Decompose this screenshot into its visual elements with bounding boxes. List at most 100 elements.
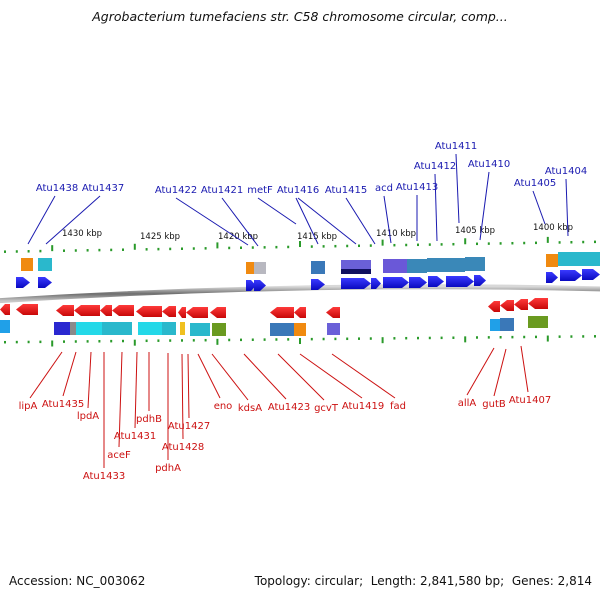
tick-top — [452, 242, 455, 246]
gene-label-atu1404[interactable]: Atu1404 — [545, 166, 587, 177]
tick-bottom — [511, 335, 514, 339]
reverse-gene-arrow — [178, 307, 186, 318]
tick-bottom — [275, 338, 278, 341]
gene-label-atu1427[interactable]: Atu1427 — [168, 421, 210, 432]
gene-label-lpda[interactable]: lpdA — [77, 411, 99, 422]
tick-top — [594, 240, 596, 244]
scale-label: 1415 kbp — [297, 232, 337, 242]
tick-top — [310, 245, 313, 248]
reverse-gene-arrow — [16, 304, 38, 315]
feature-box — [558, 252, 580, 266]
tick-bottom — [417, 336, 419, 340]
gene-label-fad[interactable]: fad — [390, 401, 406, 412]
tick-top — [476, 242, 478, 246]
feature-box — [341, 269, 371, 274]
tick-top — [299, 241, 301, 248]
forward-leader-line — [532, 190, 546, 225]
tick-bottom — [228, 338, 231, 342]
reverse-leader-line — [299, 353, 363, 399]
tick-bottom — [287, 338, 290, 341]
tick-top — [558, 241, 561, 244]
gene-label-pdhb[interactable]: pdhB — [136, 414, 162, 425]
tick-bottom — [204, 338, 207, 342]
forward-leader-line — [257, 197, 297, 225]
gene-label-atu1431[interactable]: Atu1431 — [114, 431, 156, 442]
gene-label-atu1422[interactable]: Atu1422 — [155, 185, 197, 196]
tick-bottom — [39, 340, 42, 344]
gene-label-acef[interactable]: aceF — [107, 450, 131, 461]
gene-label-atu1416[interactable]: Atu1416 — [277, 185, 319, 196]
feature-box — [383, 259, 407, 273]
forward-gene-arrow — [246, 280, 256, 291]
reverse-gene-arrow — [488, 301, 500, 312]
gene-label-alla[interactable]: allA — [458, 398, 477, 409]
tick-top — [240, 246, 242, 249]
gene-label-pdha[interactable]: pdhA — [155, 463, 181, 474]
feature-box — [102, 322, 110, 335]
gene-label-atu1405[interactable]: Atu1405 — [514, 178, 556, 189]
gene-label-atu1438[interactable]: Atu1438 — [36, 183, 78, 194]
scale-label: 1405 kbp — [455, 226, 495, 236]
feature-box — [327, 323, 340, 335]
gene-label-atu1435[interactable]: Atu1435 — [42, 399, 84, 410]
gene-label-atu1433[interactable]: Atu1433 — [83, 471, 125, 482]
gene-label-atu1419[interactable]: Atu1419 — [342, 401, 384, 412]
forward-leader-line — [434, 173, 438, 242]
topology-label: Topology: — [254, 574, 311, 588]
tick-bottom — [263, 338, 266, 341]
tick-top — [157, 247, 160, 251]
feature-box — [76, 322, 102, 335]
tick-top — [381, 239, 384, 246]
tick-bottom — [546, 335, 549, 342]
tick-bottom — [192, 339, 195, 342]
gene-label-acd[interactable]: acd — [375, 183, 393, 194]
forward-leader-line — [479, 171, 490, 241]
gene-label-atu1407[interactable]: Atu1407 — [509, 395, 551, 406]
gene-label-atu1428[interactable]: Atu1428 — [162, 442, 204, 453]
tick-top — [287, 245, 290, 249]
scale-label: 1410 kbp — [376, 229, 416, 239]
gene-label-atu1412[interactable]: Atu1412 — [414, 161, 456, 172]
reverse-leader-line — [118, 351, 123, 448]
tick-top — [204, 247, 207, 250]
tick-top — [228, 246, 231, 250]
reverse-leader-line — [197, 353, 221, 399]
tick-bottom — [334, 337, 337, 341]
forward-leader-line — [27, 195, 56, 245]
tick-bottom — [499, 336, 502, 339]
feature-box — [427, 258, 447, 272]
tick-top — [499, 242, 502, 245]
tick-bottom — [594, 335, 596, 338]
tick-bottom — [558, 335, 561, 338]
scale-labels: 1430 kbp 1425 kbp 1420 kbp 1415 kbp 1410… — [62, 223, 573, 242]
gene-label-atu1437[interactable]: Atu1437 — [82, 183, 124, 194]
tick-top — [535, 241, 537, 245]
tick-top — [51, 245, 54, 252]
scale-ticks-top — [4, 236, 596, 253]
reverse-leader-line — [466, 347, 495, 396]
gene-label-metf[interactable]: metF — [247, 185, 273, 196]
tick-top — [145, 248, 148, 251]
gene-label-atu1411[interactable]: Atu1411 — [435, 141, 477, 152]
gene-label-atu1421[interactable]: Atu1421 — [201, 185, 243, 196]
tick-top — [15, 250, 18, 253]
tick-bottom — [145, 339, 148, 343]
tick-bottom — [369, 337, 372, 340]
gene-label-atu1415[interactable]: Atu1415 — [325, 185, 367, 196]
gene-arrows — [0, 269, 600, 318]
gene-label-atu1410[interactable]: Atu1410 — [468, 159, 510, 170]
gene-label-gutb[interactable]: gutB — [482, 399, 506, 410]
gene-label-eno[interactable]: eno — [214, 401, 233, 412]
reverse-gene-arrow — [210, 307, 226, 318]
gene-label-gcvt[interactable]: gcvT — [314, 403, 339, 414]
gene-label-lipa[interactable]: lipA — [19, 401, 38, 412]
reverse-leader-line — [134, 351, 138, 429]
reverse-gene-arrow — [528, 298, 548, 309]
gene-label-atu1423[interactable]: Atu1423 — [268, 402, 310, 413]
tick-bottom — [240, 338, 242, 342]
gene-label-atu1413[interactable]: Atu1413 — [396, 182, 438, 193]
gene-label-kdsa[interactable]: kdsA — [238, 403, 262, 414]
tick-top — [27, 250, 30, 253]
topology-value: circular — [314, 574, 360, 588]
